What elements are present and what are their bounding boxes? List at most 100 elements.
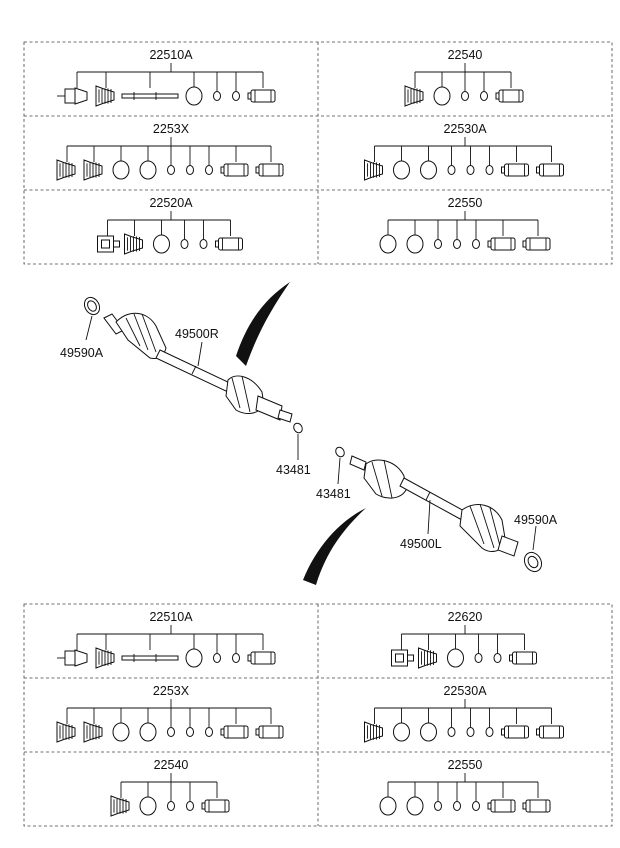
kit-code-label: 22520A xyxy=(149,196,193,210)
grease-icon xyxy=(201,799,230,813)
ring-small-icon xyxy=(434,801,442,811)
ring-small-icon xyxy=(167,801,175,811)
ring-large-icon xyxy=(185,648,203,668)
ring-small-icon xyxy=(447,727,456,737)
grease-icon xyxy=(522,799,551,813)
ring-large-icon xyxy=(185,86,203,106)
ring-small-icon xyxy=(472,801,480,811)
kit-cell-22540: 22540 xyxy=(404,48,524,107)
ring-small-icon xyxy=(485,727,494,737)
ring-small-icon xyxy=(186,727,194,737)
callout-circlip-left: 43481 xyxy=(316,487,351,501)
outer-boot-right xyxy=(115,312,167,359)
joint-assembly-icon xyxy=(57,649,88,667)
grease-icon xyxy=(536,163,564,177)
joint-assembly-icon xyxy=(57,87,88,105)
ring-small-icon xyxy=(205,727,213,737)
boot-icon xyxy=(364,159,383,181)
ring-small-icon xyxy=(213,91,221,101)
ring-large-icon xyxy=(153,234,170,254)
lower-kit-panel: 22510A 22620 2253X 22530A 22540 22550 xyxy=(23,603,613,827)
kit-code-label: 22530A xyxy=(443,122,487,136)
callout-seal-right: 49590A xyxy=(60,346,104,360)
ring-small-icon xyxy=(434,239,442,249)
kit-code-label: 2253X xyxy=(153,122,190,136)
ring-small-icon xyxy=(232,653,240,663)
ring-small-icon xyxy=(466,165,475,175)
boot-icon xyxy=(95,85,115,107)
boot-icon xyxy=(404,85,424,107)
ring-small-icon xyxy=(186,801,194,811)
kit-code-label: 2253X xyxy=(153,684,190,698)
boot-icon xyxy=(56,159,76,181)
callout-shaft-left: 49500L xyxy=(400,537,442,551)
kit-cell-22620: 22620 xyxy=(391,610,537,669)
boot-icon xyxy=(83,159,103,181)
shaft-icon xyxy=(121,92,179,100)
ring-small-icon xyxy=(461,91,469,101)
kit-cell-22550: 22550 xyxy=(379,758,551,816)
grease-icon xyxy=(536,725,564,739)
kit-code-label: 22540 xyxy=(448,48,483,62)
ring-small-icon xyxy=(453,239,461,249)
ring-large-icon xyxy=(112,160,130,180)
ring-large-icon xyxy=(112,722,130,742)
ring-large-icon xyxy=(420,160,437,180)
grease-icon xyxy=(247,89,276,103)
grease-icon xyxy=(501,163,529,177)
kit-cell-22510A: 22510A xyxy=(57,610,276,669)
callout-seal-left: 49590A xyxy=(514,513,558,527)
grease-icon xyxy=(247,651,276,665)
drive-shaft-right xyxy=(83,296,303,434)
grease-icon xyxy=(509,651,537,665)
grease-icon xyxy=(522,237,551,251)
kit-cell-2253X: 2253X xyxy=(56,122,284,181)
ring-large-icon xyxy=(420,722,437,742)
upper-kit-panel: 22510A 22540 2253X 22530A 22520A 22550 xyxy=(23,41,613,265)
kit-code-label: 22550 xyxy=(448,196,483,210)
separator-swoosh-top xyxy=(236,282,290,366)
ring-large-icon xyxy=(393,722,410,742)
boot-icon xyxy=(83,721,103,743)
grease-icon xyxy=(495,89,524,103)
drive-shaft-left xyxy=(335,446,543,573)
kit-code-label: 22540 xyxy=(154,758,189,772)
ring-small-icon xyxy=(493,653,502,663)
ring-large-icon xyxy=(447,648,464,668)
ring-small-icon xyxy=(485,165,494,175)
grease-icon xyxy=(255,725,284,739)
ring-large-icon xyxy=(139,796,157,816)
boot-icon xyxy=(364,721,383,743)
ring-small-icon xyxy=(474,653,483,663)
ring-large-icon xyxy=(406,796,424,816)
separator-swoosh-bottom xyxy=(303,508,366,585)
boot-icon xyxy=(56,721,76,743)
boot-icon xyxy=(124,233,143,255)
grease-icon xyxy=(215,237,243,251)
kit-cell-22510A: 22510A xyxy=(57,48,276,107)
grease-icon xyxy=(220,725,249,739)
ring-large-icon xyxy=(139,160,157,180)
grease-icon xyxy=(220,163,249,177)
boot-icon xyxy=(418,647,437,669)
kit-cell-2253X: 2253X xyxy=(56,684,284,743)
ring-large-icon xyxy=(433,86,451,106)
kit-code-label: 22620 xyxy=(448,610,483,624)
ring-small-icon xyxy=(186,165,194,175)
kit-code-label: 22550 xyxy=(448,758,483,772)
ring-large-icon xyxy=(379,796,397,816)
ring-large-icon xyxy=(393,160,410,180)
kit-cell-22530A: 22530A xyxy=(364,684,564,743)
grease-icon xyxy=(487,237,516,251)
grease-icon xyxy=(255,163,284,177)
kit-cell-22550: 22550 xyxy=(379,196,551,254)
ring-large-icon xyxy=(379,234,397,254)
ring-small-icon xyxy=(480,91,488,101)
ring-small-icon xyxy=(180,239,189,249)
ring-small-icon xyxy=(232,91,240,101)
kit-code-label: 22510A xyxy=(149,610,193,624)
ring-small-icon xyxy=(199,239,208,249)
kit-code-label: 22530A xyxy=(443,684,487,698)
ring-small-icon xyxy=(472,239,480,249)
callout-circlip-right: 43481 xyxy=(276,463,311,477)
